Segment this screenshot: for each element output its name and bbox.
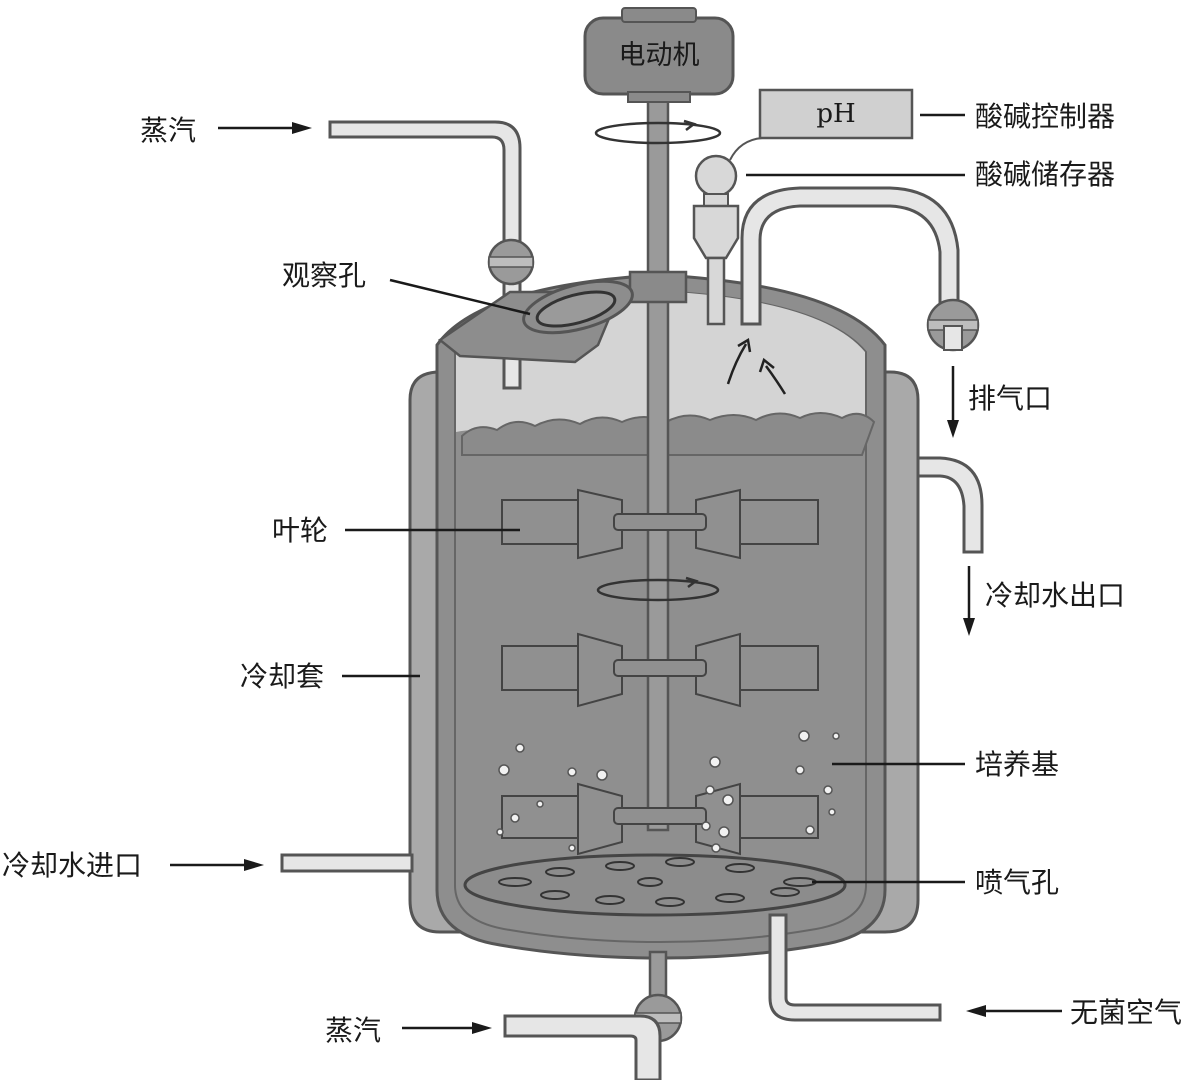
sterile-air-label: 无菌空气 <box>1070 996 1182 1029</box>
motor-cap <box>621 7 697 23</box>
shaft-seal <box>628 270 688 304</box>
sterile-air-arrow-head <box>966 1005 986 1017</box>
exhaust-arrow-head <box>947 420 959 438</box>
ph-controller-box <box>758 88 914 140</box>
cooling-inlet-arrow-head <box>244 859 264 871</box>
acid-base-reservoir-label: 酸碱储存器 <box>975 158 1115 191</box>
sterile-air-pipe <box>768 913 942 1022</box>
rotation-arrow-mid-head <box>685 576 699 588</box>
ph-signal-line <box>729 137 763 161</box>
motor-label: 电动机 <box>619 40 700 71</box>
steam-top-arrow-head <box>292 122 312 134</box>
rotation-arrow-top <box>594 121 722 145</box>
cooling-water-inlet-pipe <box>280 853 414 873</box>
rotation-arrow-mid <box>596 578 720 602</box>
cooling-outlet-arrow-head <box>963 618 975 636</box>
ph-label: pH <box>816 99 855 129</box>
cooling-jacket-label: 冷却套 <box>240 660 324 693</box>
cooling-water-outlet-pipe <box>916 456 984 554</box>
medium-label: 培养基 <box>975 748 1059 781</box>
reservoir-tube <box>706 256 726 326</box>
steam-bottom-label: 蒸汽 <box>325 1014 381 1047</box>
observation-port-label: 观察孔 <box>282 259 366 292</box>
sparger-holes <box>498 857 817 907</box>
impeller-label: 叶轮 <box>272 514 328 547</box>
cooling-water-outlet-label: 冷却水出口 <box>985 579 1125 612</box>
gas-flow-arrow-1 <box>726 343 748 385</box>
observation-port-leader <box>389 278 531 316</box>
steam-top-pipe <box>328 120 522 390</box>
exhaust-outlet <box>943 325 963 351</box>
steam-top-valve-band <box>488 256 534 268</box>
steam-top-label: 蒸汽 <box>140 114 196 147</box>
impeller-middle <box>501 632 819 708</box>
sparger-label: 喷气孔 <box>975 866 1059 899</box>
impeller-top <box>501 488 819 560</box>
agitator-shaft <box>646 93 670 832</box>
gas-flow-arrow-1-head <box>737 337 752 353</box>
reservoir-funnel <box>692 204 740 260</box>
steam-bottom-pipe <box>503 1014 662 1080</box>
impeller-bottom <box>501 782 819 856</box>
reservoir-bulb <box>694 154 738 198</box>
acid-base-controller-label: 酸碱控制器 <box>975 100 1115 133</box>
steam-bottom-arrow-head <box>472 1022 492 1034</box>
observation-port-glass <box>535 290 617 328</box>
gas-flow-arrow-2-head <box>758 357 775 373</box>
cooling-water-inlet-label: 冷却水进口 <box>2 849 142 882</box>
motor-base <box>627 91 691 103</box>
rotation-arrow-top-head <box>683 119 697 131</box>
gas-flow-arrow-2 <box>764 365 787 395</box>
exhaust-label: 排气口 <box>968 382 1052 415</box>
